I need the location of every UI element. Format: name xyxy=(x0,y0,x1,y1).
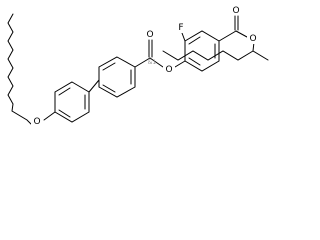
chemical-structure: O O O F O O &1 xyxy=(7,4,269,127)
octyl-chain xyxy=(162,50,254,61)
upper-ring-double-bond xyxy=(102,62,116,71)
carbonyl-oxygen-right-label: O xyxy=(232,6,239,16)
methyl-bond xyxy=(252,50,269,61)
fluoro-ring-double-bond xyxy=(188,36,201,45)
lower-ring-double-bond xyxy=(58,87,71,96)
biphenyl-bond xyxy=(88,79,100,93)
fluorophenyl-ring xyxy=(184,30,220,72)
stereo-annotation: &1 xyxy=(148,59,157,66)
lower-phenyl-ring xyxy=(54,81,90,123)
upper-phenyl-ring xyxy=(98,56,136,98)
ring-to-fluorine-bond xyxy=(181,32,186,42)
ester-oxygen-right-label: O xyxy=(249,34,256,44)
ring-to-ether-bond xyxy=(43,111,56,121)
fluoro-ring-double-bond xyxy=(188,57,201,66)
ester-to-ring-bond xyxy=(174,60,186,68)
alkyl-chain xyxy=(7,13,32,125)
ring-to-carbonyl-bond xyxy=(218,30,237,42)
ring-to-carbonyl-bond xyxy=(134,57,151,68)
ester-oxygen-left-label: O xyxy=(165,65,172,75)
fluorine-label: F xyxy=(178,23,183,33)
upper-ring-double-bond xyxy=(102,84,116,93)
ether-oxygen-label: O xyxy=(33,117,40,127)
ester-single-bond xyxy=(149,57,164,68)
lower-ring-double-bond xyxy=(58,109,71,118)
carbonyl-oxygen-left-label: O xyxy=(146,30,153,40)
ester-single-bond xyxy=(235,30,248,38)
